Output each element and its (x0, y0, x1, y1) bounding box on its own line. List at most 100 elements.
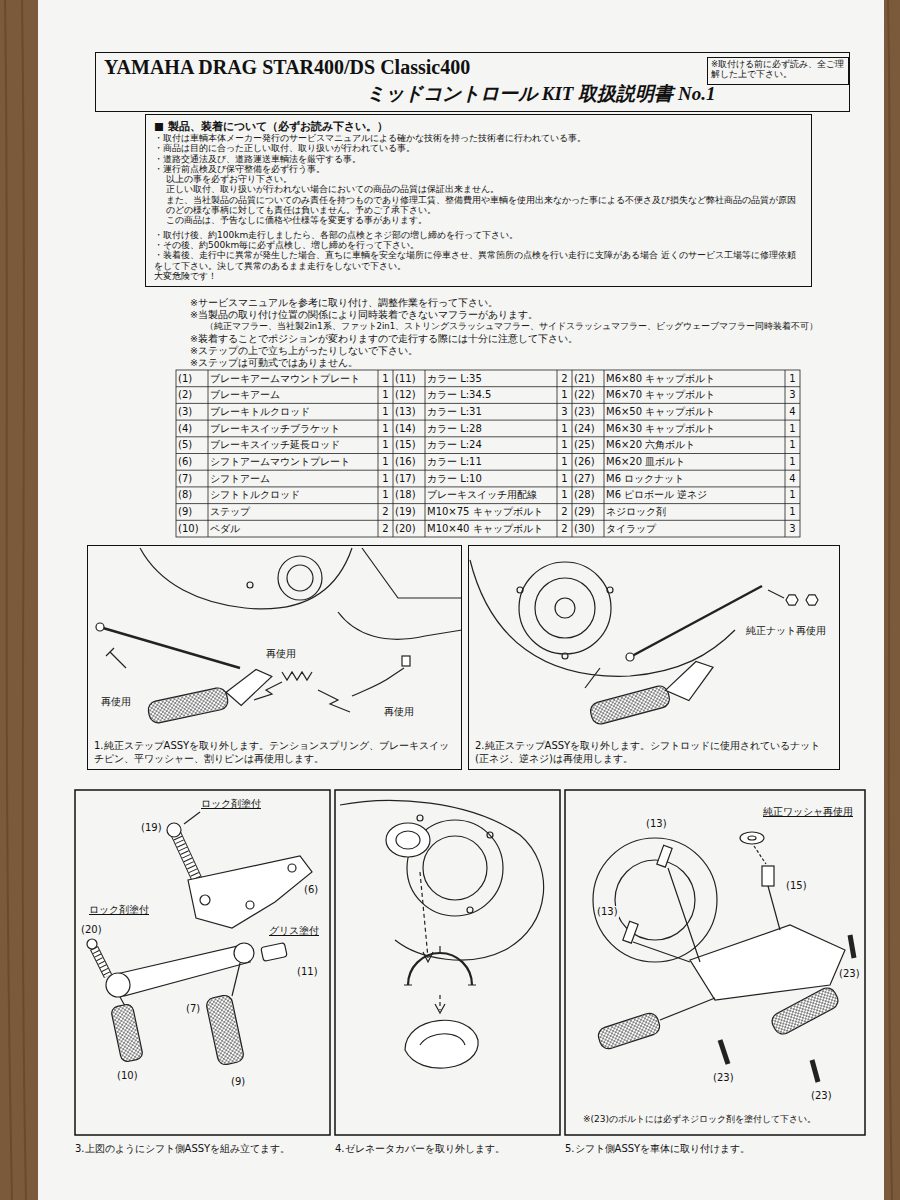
table-cell: (9) (178, 506, 192, 518)
callout-number: (9) (230, 1076, 246, 1088)
table-cell: 1 (557, 489, 572, 501)
table-cell: 2 (557, 506, 572, 518)
shift-assembly-sketch (288, 864, 296, 872)
note-text: ※ステップの上で立ち上がったりしないで下さい。 (190, 345, 418, 356)
notice-text: また、当社製品の品質についてのみ責任を持つものであり修理工賃、整備費用や車輌を使… (166, 195, 803, 216)
generator-cover-sketch (396, 831, 420, 849)
generator-cover-sketch (408, 953, 472, 985)
step-removal-sketch (402, 656, 410, 666)
generator-cover-sketch (404, 946, 476, 985)
notice-text: ・商品は目的に合った正しい取付、取り扱いが行われている事。 (154, 143, 803, 153)
read-first-note: ※取付ける前に必ず読み、全ご理解した上で下さい。 (707, 57, 849, 85)
table-cell: (8) (178, 489, 192, 501)
table-cell: (19) (395, 506, 416, 518)
table-cell: 1 (378, 473, 393, 485)
shift-removal-sketch (589, 684, 672, 726)
callout-number: (6) (303, 884, 319, 896)
wood-grain (5, 0, 12, 1200)
callout-label: 再使用 (383, 706, 415, 718)
table-cell: ブレーキスイッチ用配線 (427, 489, 537, 501)
table-cell: カラー L:11 (427, 456, 482, 468)
shift-install-sketch (593, 838, 717, 962)
parts-table-grid (176, 370, 800, 537)
table-cell: カラー L:35 (427, 373, 482, 385)
table-cell: ブレーキスイッチ延長ロッド (210, 439, 340, 451)
callout-label: 純正ワッシャ再使用 (762, 806, 854, 818)
table-cell: 1 (785, 489, 800, 501)
step-caption: 3.上図のようにシフト側ASSYを組み立てます。 (75, 1142, 330, 1155)
shift-removal-sketch (470, 560, 735, 676)
table-cell: M6×50 キャップボルト (606, 406, 715, 418)
callout-label: ロック剤塗付 (88, 904, 150, 916)
notice-text: ・装着後、走行中に異常が発生した場合、直ちに車輌を安全な場所に停車させ、異常箇所… (154, 250, 803, 271)
shift-install-sketch (593, 832, 854, 1082)
table-cell: (11) (395, 373, 416, 385)
table-cell: (28) (574, 489, 595, 501)
table-cell: M6×20 六角ボルト (606, 439, 695, 451)
shift-install-sketch (762, 866, 774, 886)
shift-install-sketch (720, 1040, 728, 1064)
title-text: YAMAHA DRAG STAR400/DS Classic400 (104, 56, 470, 79)
table-cell: 2 (557, 523, 572, 535)
table-cell: (13) (395, 406, 416, 418)
wood-grain (22, 0, 26, 1200)
step-removal-sketch (147, 686, 230, 724)
shift-assembly-sketch (112, 946, 250, 996)
table-cell: 2 (557, 373, 572, 385)
step-panel: 2.純正ステップASSYを取り外します。シフトロッドに使用されているナット(正ネ… (468, 545, 840, 770)
generator-cover-sketch (420, 872, 428, 958)
table-cell: タイラップ (606, 523, 656, 535)
shift-install-sketch (850, 935, 854, 958)
step-removal-sketch (145, 667, 277, 725)
table-cell: (6) (178, 456, 192, 468)
step-removal-sketch (106, 648, 126, 668)
table-cell: シフトアーム (210, 473, 270, 485)
callout-number: (23) (838, 968, 861, 980)
callout-label: 再使用 (265, 648, 297, 660)
callout-number: (7) (185, 1003, 201, 1015)
callout-label: ※(23)のボルトには必ずネジロック剤を塗付して下さい。 (582, 1114, 817, 1125)
table-cell: ブレーキトルクロッド (210, 406, 310, 418)
table-cell: M10×40 キャップボルト (427, 523, 543, 535)
note-text: ※サービスマニュアルを参考に取り付け、調整作業を行って下さい。 (190, 297, 498, 308)
table-cell: M6×20 皿ボルト (606, 456, 685, 468)
notice-text: ・道路交通法及び、道路運送車輌法を厳守する事。 (154, 154, 803, 164)
table-cell: カラー L:28 (427, 423, 482, 435)
table-cell: (22) (574, 389, 595, 401)
table-cell: 1 (378, 423, 393, 435)
shift-removal-sketch (470, 560, 818, 726)
shift-assembly-sketch (261, 943, 287, 962)
generator-cover-sketch (405, 1020, 478, 1068)
shift-assembly-sketch (106, 973, 130, 997)
shift-install-sketch (769, 985, 841, 1037)
parts-table-grid (176, 370, 800, 537)
table-cell: 1 (378, 406, 393, 418)
step-removal-sketch (318, 690, 350, 712)
table-cell: 4 (785, 406, 800, 418)
shift-removal-sketch (585, 668, 600, 688)
table-cell: 1 (785, 439, 800, 451)
table-cell: カラー L:34.5 (427, 389, 491, 401)
subtitle-text: ミッドコントロール KIT 取扱説明書 No.1 (366, 81, 715, 107)
shift-assembly-sketch (87, 812, 312, 1066)
table-cell: M6×30 キャップボルト (606, 423, 715, 435)
parts-table-grid (176, 387, 800, 521)
table-cell: 1 (378, 389, 393, 401)
table-cell: 1 (785, 506, 800, 518)
notice-text: ・取付け後、約100km走行しましたら、各部の点検とネジ部の増し締めを行って下さ… (154, 230, 803, 240)
generator-cover-sketch (439, 995, 440, 1010)
notice-text: この商品は、予告なしに価格や仕様等を変更する事があります。 (166, 215, 803, 225)
table-cell: カラー L:24 (427, 439, 482, 451)
callout-number: (19) (140, 822, 163, 834)
note-text: ※取付ける前に必ず読み、全ご理解した上で下さい。 (711, 59, 845, 79)
notice-text: 正しい取付、取り扱いが行われない場合においての商品の品質は保証出来ません。 (166, 184, 803, 194)
shift-removal-sketch (786, 595, 798, 605)
shift-install-sketch (596, 1011, 662, 1051)
shift-assembly-sketch (94, 948, 108, 976)
shift-removal-sketch (626, 653, 634, 661)
table-cell: (25) (574, 439, 595, 451)
table-cell: (14) (395, 423, 416, 435)
